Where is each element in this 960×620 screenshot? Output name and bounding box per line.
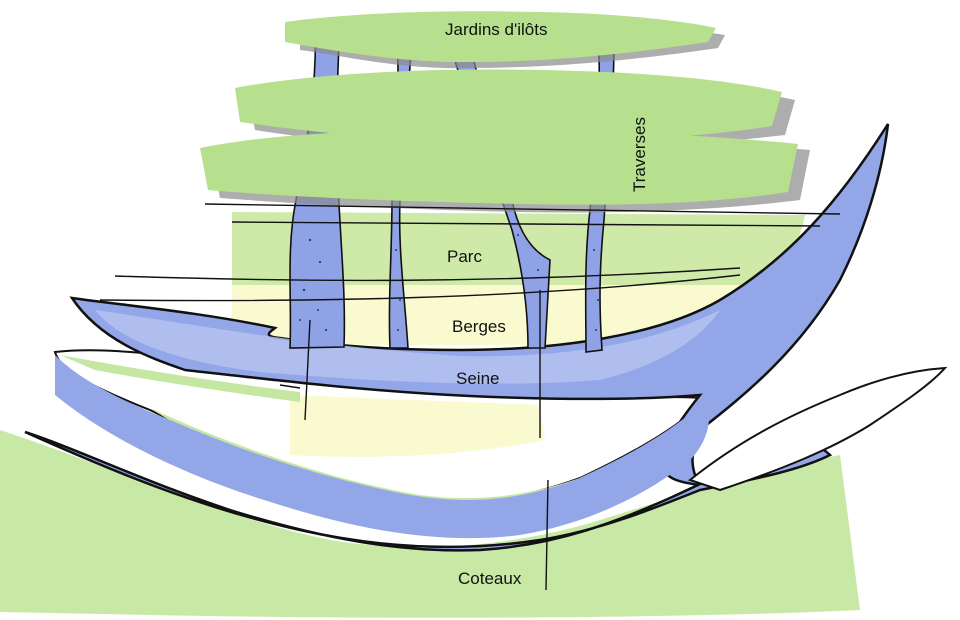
ink-lines [99,203,841,591]
label-traverses: Traverses [630,117,649,192]
traverse-texture [299,234,599,332]
seine-wash [95,310,720,384]
label-jardins: Jardins d'ilôts [445,20,547,39]
berges-zone [232,285,770,345]
strip-1 [285,11,716,63]
river-lower-inner [55,355,710,539]
island-green-fringe [60,355,300,402]
label-parc: Parc [447,247,482,266]
label-coteaux: Coteaux [458,569,522,588]
island-yellow-patch [290,395,545,457]
jardins-strips [200,11,810,213]
label-berges: Berges [452,317,506,336]
strip-2 [235,69,782,142]
right-channel [687,366,948,492]
strip-3 [200,129,798,205]
label-seine: Seine [456,369,499,388]
coteaux-zone [0,430,860,618]
